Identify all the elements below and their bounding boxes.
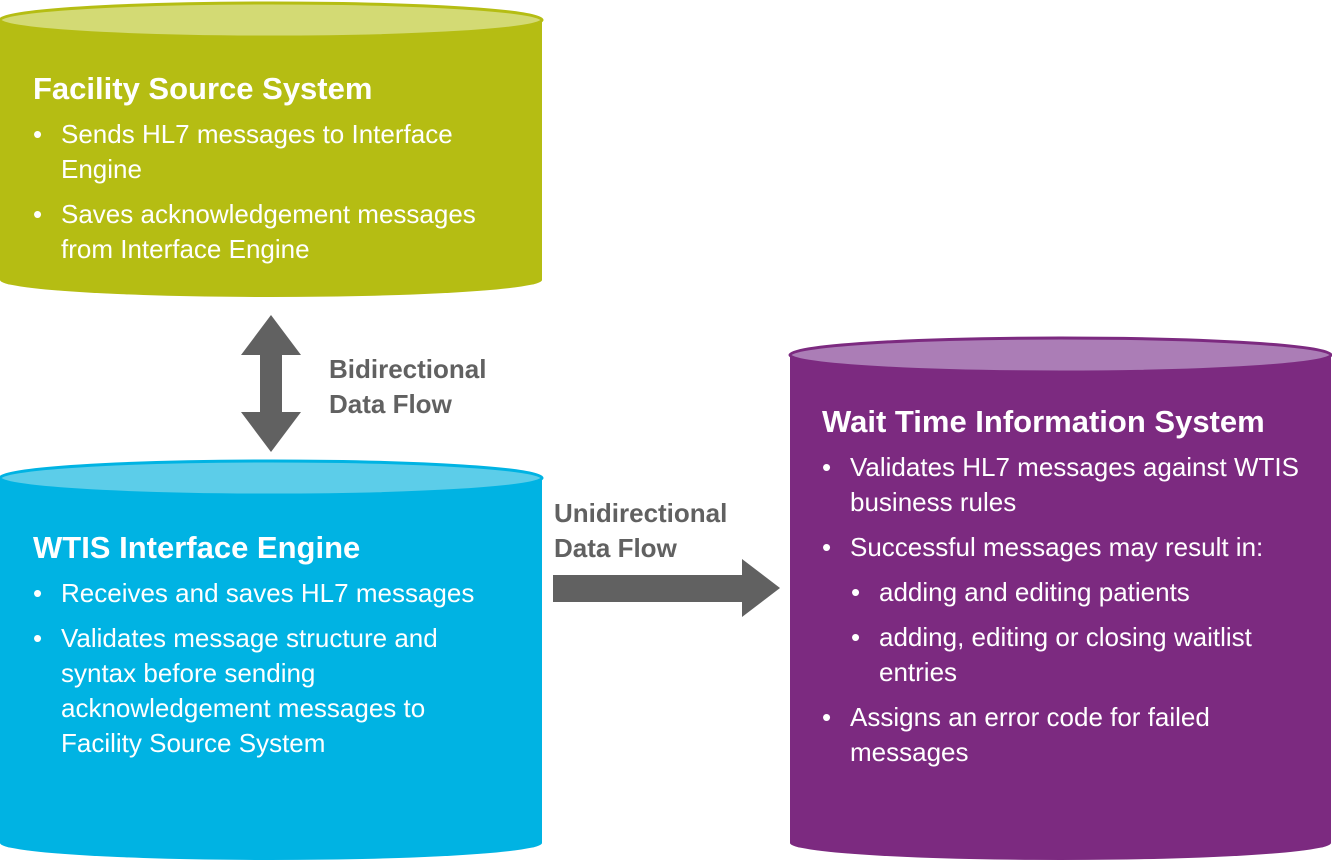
unidirectional-arrow [553, 559, 780, 617]
engine-bullet: Receives and saves HL7 messages [33, 576, 523, 611]
wtis-title: Wait Time Information System [822, 404, 1265, 439]
wtis-cylinder-top [788, 336, 1332, 374]
bidirectional-label: Bidirectional Data Flow [329, 352, 486, 422]
facility-cylinder-top [0, 1, 544, 39]
wtis-bullet: Assigns an error code for failed message… [822, 700, 1312, 770]
facility-bullet-list: Sends HL7 messages to Interface Engine S… [33, 117, 523, 267]
engine-cylinder-top [0, 459, 544, 497]
facility-title: Facility Source System [33, 71, 373, 106]
facility-source-system-box: Facility Source System Sends HL7 message… [33, 71, 523, 267]
bidirectional-arrow [241, 315, 301, 452]
wtis-interface-engine-box: WTIS Interface Engine Receives and saves… [33, 530, 523, 761]
engine-title: WTIS Interface Engine [33, 530, 361, 565]
facility-bullet: Saves acknowledgement messages from Inte… [33, 197, 523, 267]
facility-bullet: Sends HL7 messages to Interface Engine [33, 117, 523, 187]
unidirectional-label: Unidirectional Data Flow [554, 496, 727, 566]
bidirectional-label-line: Data Flow [329, 389, 452, 419]
engine-bullet-list: Receives and saves HL7 messages Validate… [33, 576, 523, 761]
wtis-sub-bullet: adding, editing or closing waitlist entr… [822, 620, 1312, 690]
wtis-bullet: Validates HL7 messages against WTIS busi… [822, 450, 1312, 520]
wait-time-information-system-box: Wait Time Information System Validates H… [822, 404, 1312, 770]
wtis-bullet-list: Validates HL7 messages against WTIS busi… [822, 450, 1312, 770]
unidirectional-label-line: Unidirectional [554, 498, 728, 528]
bidirectional-label-line: Bidirectional [329, 354, 487, 384]
unidirectional-label-line: Data Flow [554, 533, 677, 563]
wtis-bullet: Successful messages may result in: [822, 530, 1312, 565]
engine-bullet: Validates message structure and syntax b… [33, 621, 523, 761]
wtis-sub-bullet: adding and editing patients [822, 575, 1312, 610]
